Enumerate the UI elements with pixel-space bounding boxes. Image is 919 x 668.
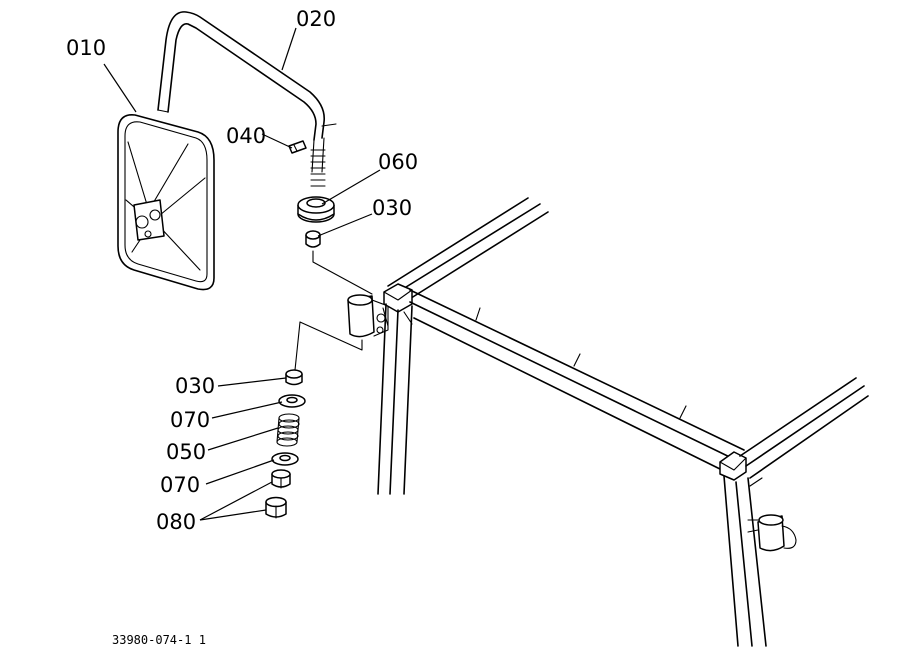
callout-070-lower: 070	[160, 473, 200, 497]
mounting-bracket	[347, 294, 389, 338]
callout-060: 060	[378, 150, 418, 174]
washer-070-lower	[271, 452, 299, 466]
callout-070-upper: 070	[170, 408, 210, 432]
callout-080: 080	[156, 510, 196, 534]
rubber-060	[297, 196, 335, 223]
callout-040: 040	[226, 124, 266, 148]
stay-rod-020	[157, 11, 337, 187]
leader-lines	[103, 27, 381, 521]
pin-040	[288, 140, 307, 154]
frame-structure	[377, 197, 869, 647]
washer-070-upper	[278, 394, 306, 408]
callout-030-lower: 030	[175, 374, 215, 398]
assembly-centerline-lower	[294, 321, 363, 371]
mirror-010	[117, 114, 215, 291]
nut-080-lower	[265, 496, 287, 519]
callout-030-upper: 030	[372, 196, 412, 220]
nut-080-upper	[271, 469, 291, 489]
callout-020: 020	[296, 7, 336, 31]
collar-030-lower	[285, 369, 303, 386]
assembly-centerline-upper	[312, 250, 373, 295]
callout-050: 050	[166, 440, 206, 464]
spring-050	[276, 413, 300, 447]
callout-010: 010	[66, 36, 106, 60]
drawing-number: 33980-074-1 1	[112, 633, 206, 647]
collar-030-upper	[305, 230, 321, 248]
